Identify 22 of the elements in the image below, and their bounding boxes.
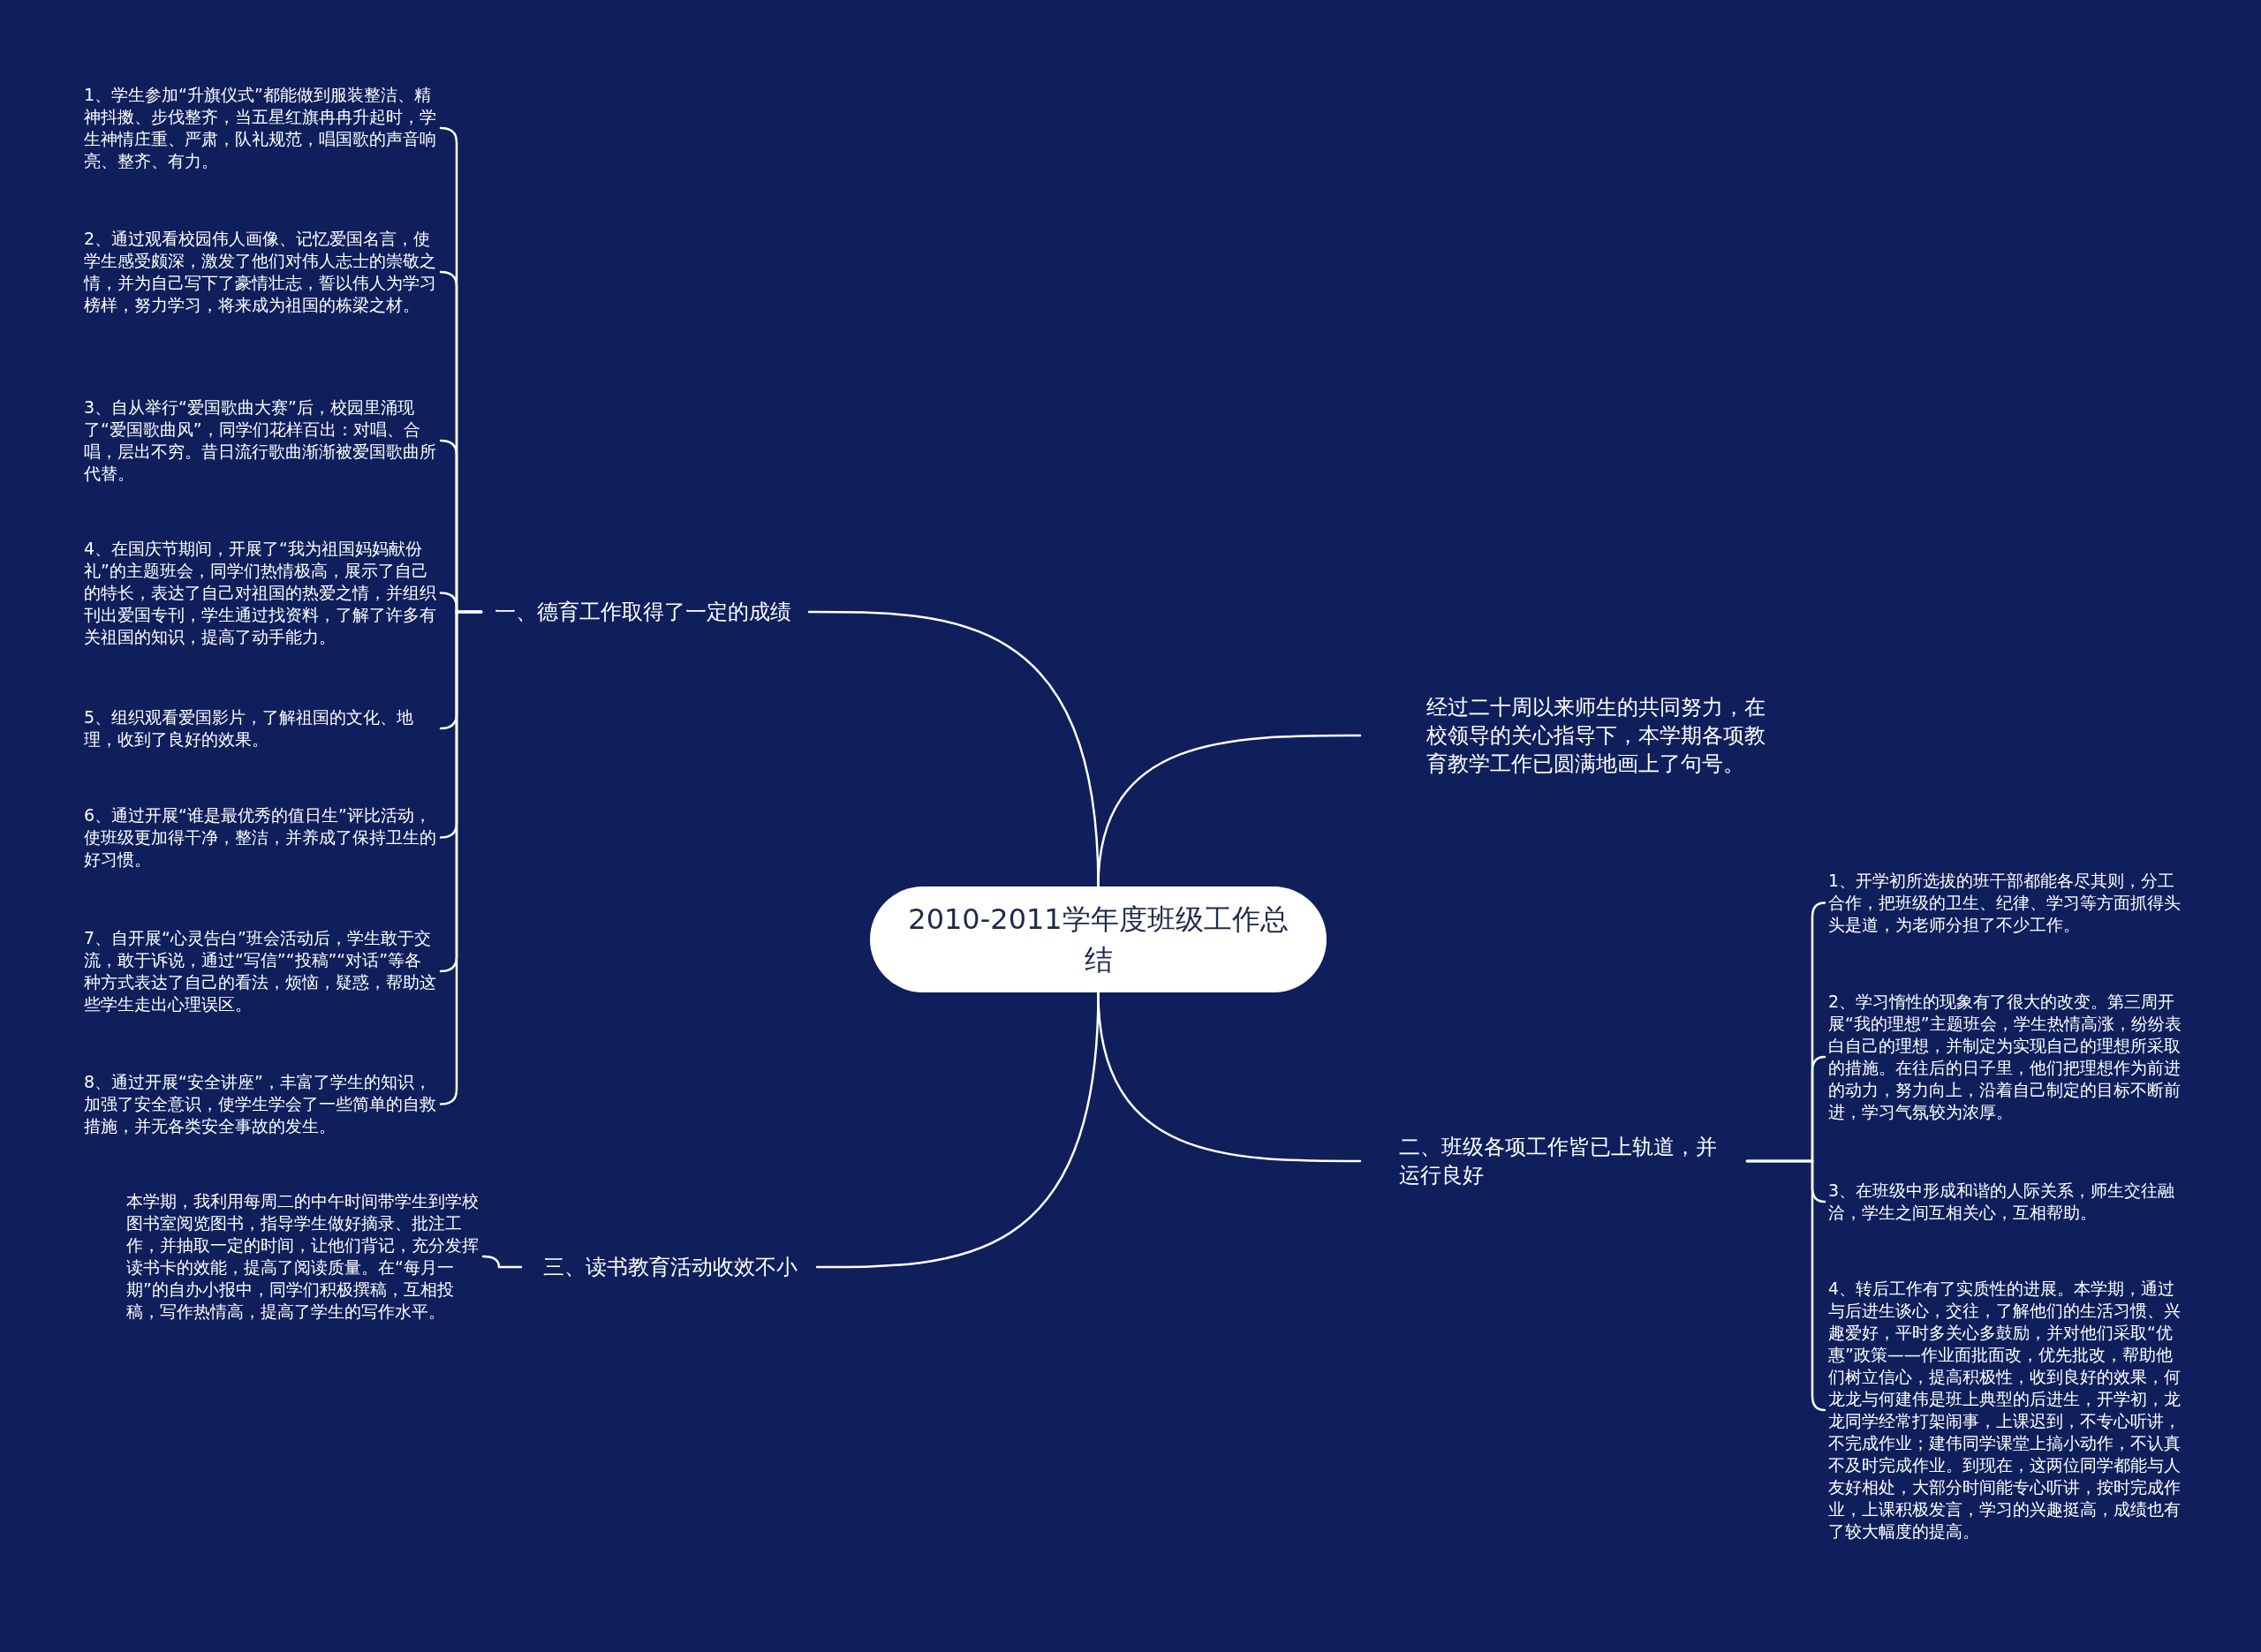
connector-line — [481, 1255, 523, 1269]
leaf-text: 5、组织观看爱国影片，了解祖国的文化、地理，收到了良好的效果。 — [84, 706, 415, 751]
leaf-text: 8、通过开展“安全讲座”，丰富了学生的知识，加强了安全意识，使学生学会了一些简单的自救措施，并无各类安全事故的发生。 — [84, 1071, 437, 1137]
branch-topic: 二、班级各项工作皆已上轨道，并运行良好 — [1399, 1134, 1718, 1189]
connector-line — [815, 991, 1100, 1269]
summary-text: 经过二十周以来师生的共同努力，在校领导的关心指导下，本学期各项教育教学工作已圆满地画上了句号。 — [1426, 694, 1766, 778]
leaf-text: 本学期，我利用每周二的中午时间带学生到学校图书室阅览图书，指导学生做好摘录、批注工作，并抽取一定的时间，让他们背记，充分发挥读书卡的效能，提高了阅读质量。在“每月一期”的自办小报中，同学们积极撰稿，互相投稿，写作热情高，提高了学生的写作水平。 — [126, 1190, 480, 1323]
leaf-text: 4、转后工作有了实质性的进展。本学期，通过与后进生谈心，交往，了解他们的生活习惯、兴趣爱好，平时多关心多鼓励，并对他们采取“优惠”政策——作业面批面改，优先批改，帮助他们树立信心，提高积极性，收到良好的效果，何龙龙与何建伟是班上典型的后进生，开学初，龙龙同学经常打架闹事，上课迟到，不专心听讲，不完成作业；建伟同学课堂上搞小动作，不认真不及时完成作业。到现在，这两位同学都能与人友好相处，大部分时间能专心听讲，按时完成作业，上课积极发言，学习的兴趣挺高，成绩也有了较大幅度的提高。 — [1828, 1278, 2182, 1543]
leaf-text: 1、学生参加“升旗仪式”都能做到服装整洁、精神抖擞、步伐整齐，当五星红旗冉冉升起时，学生神情庄重、严肃，队礼规范，唱国歌的声音响亮、整齐、有力。 — [84, 84, 437, 172]
branch-topic: 三、读书教育活动收效不小 — [543, 1254, 798, 1281]
leaf-text: 6、通过开展“谁是最优秀的值日生”评比活动，使班级更加得干净，整洁，并养成了保持卫生的好习惯。 — [84, 804, 437, 871]
leaf-text: 4、在国庆节期间，开展了“我为祖国妈妈献份礼”的主题班会，同学们热情极高，展示了自己的特长，表达了自己对祖国的热爱之情，并组织刊出爱国专刊，学生通过找资料，了解了许多有关祖国的知识，提高了动手能力。 — [84, 538, 437, 648]
leaf-text: 1、开学初所选拔的班干部都能各尽其则，分工合作，把班级的卫生、纪律、学习等方面抓得头头是道，为老师分担了不少工作。 — [1828, 870, 2182, 936]
leaf-text: 2、学习惰性的现象有了很大的改变。第三周开展“我的理想”主题班会，学生热情高涨，纷纷表白自己的理想，并制定为实现自己的理想所采取的措施。在往后的日子里，他们把理想作为前进的动力，努力向上，沿着自己制定的目标不断前进，学习气氛较为浓厚。 — [1828, 991, 2182, 1123]
leaf-text: 7、自开展“心灵告白”班会活动后，学生敢于交流，敢于诉说，通过“写信”“投稿”“对话”等各种方式表达了自己的看法，烦恼，疑惑，帮助这些学生走出心理误区。 — [84, 927, 437, 1015]
leaf-text: 3、在班级中形成和谐的人际关系，师生交往融洽，学生之间互相关心，互相帮助。 — [1828, 1180, 2176, 1224]
connector-line — [1097, 734, 1362, 888]
leaf-text: 2、通过观看校园伟人画像、记忆爱国名言，使学生感受颇深，激发了他们对伟人志士的崇敬之情，并为自己写下了豪情壮志，誓以伟人为学习榜样，努力学习，将来成为祖国的栋梁之材。 — [84, 228, 437, 316]
root-title: 2010-2011学年度班级工作总结 — [907, 901, 1289, 978]
leaf-text: 3、自从举行“爱国歌曲大赛”后，校园里涌现了“爱国歌曲风”，同学们花样百出：对唱、合唱，层出不穷。昔日流行歌曲渐渐被爱国歌曲所代替。 — [84, 396, 437, 485]
connector-line — [1745, 1159, 1826, 1412]
branch-topic: 一、德育工作取得了一定的成绩 — [495, 599, 791, 626]
